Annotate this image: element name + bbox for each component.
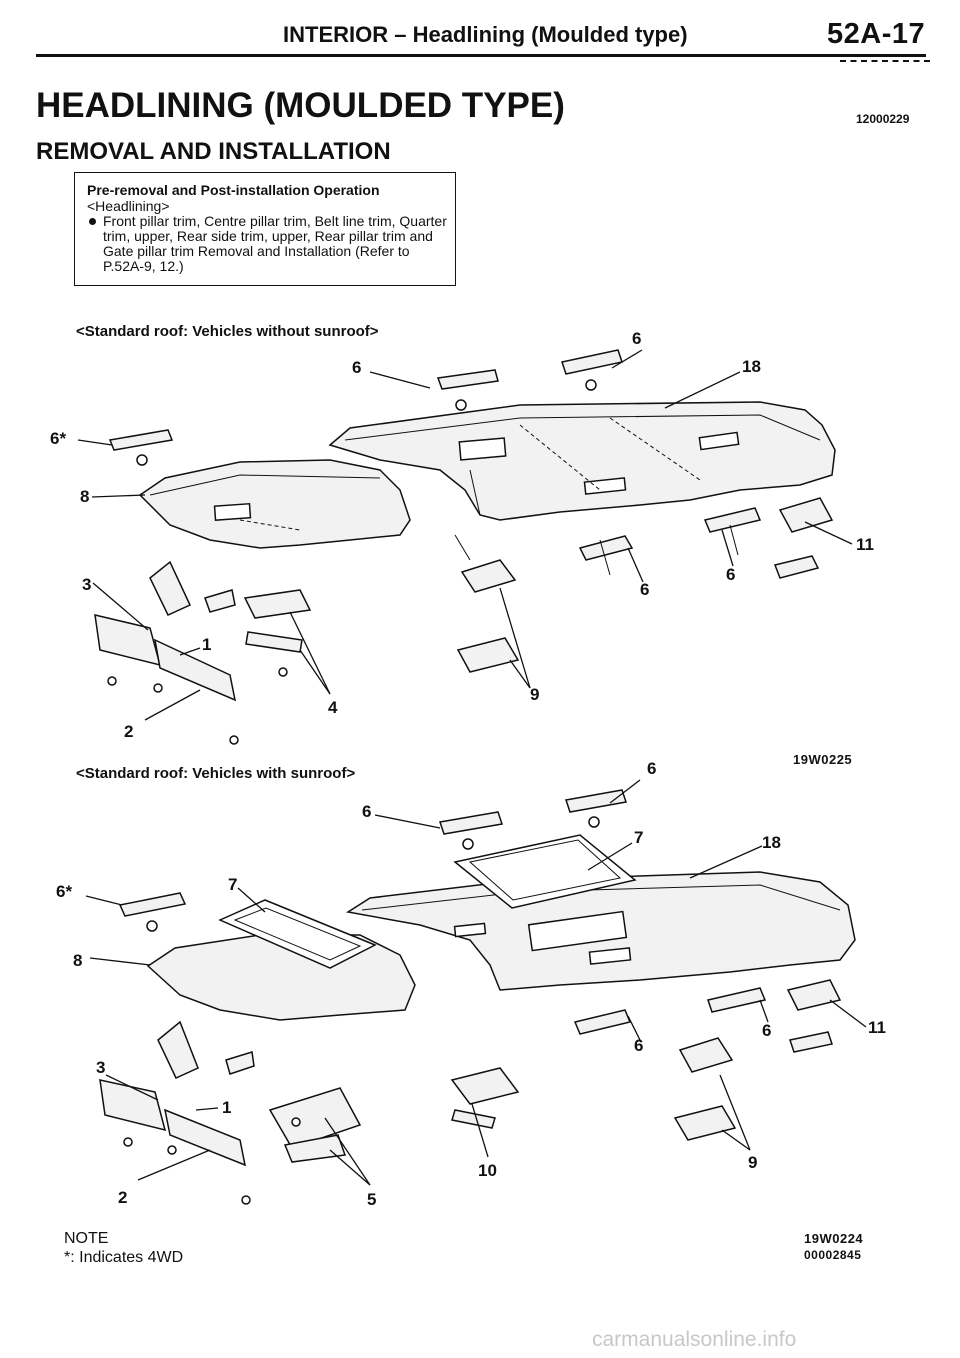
roof-bracket bbox=[108, 429, 174, 451]
callout-9: 9 bbox=[530, 685, 539, 704]
rear-view-mirror bbox=[204, 589, 236, 613]
sunroof-opening bbox=[527, 910, 628, 952]
callout-6: 6 bbox=[726, 565, 735, 584]
callout-2: 2 bbox=[118, 1188, 127, 1207]
headlining-cutout bbox=[213, 502, 252, 521]
callout-3: 3 bbox=[96, 1058, 105, 1077]
headlining-panel-left bbox=[146, 934, 416, 1021]
callout-6: 6 bbox=[762, 1021, 771, 1040]
callout-6: 6 bbox=[352, 358, 361, 377]
header-rule-dashes bbox=[840, 60, 930, 62]
header-rule bbox=[36, 54, 926, 57]
roof-bracket bbox=[561, 349, 623, 375]
running-header-title: INTERIOR – Headlining (Moulded type) bbox=[283, 22, 688, 47]
callout-6-star: 6* bbox=[50, 429, 66, 448]
callout-4: 4 bbox=[328, 698, 338, 717]
grip-recess bbox=[698, 431, 740, 451]
operation-list: Front pillar trim, Centre pillar trim, B… bbox=[87, 214, 447, 274]
callout-11: 11 bbox=[856, 535, 874, 554]
headlining-panel-left bbox=[138, 459, 411, 549]
callout-8: 8 bbox=[73, 951, 82, 970]
operation-box: Pre-removal and Post-installation Operat… bbox=[74, 172, 456, 286]
sunvisor bbox=[163, 1108, 247, 1167]
room-lamp bbox=[786, 979, 842, 1011]
callout-9: 9 bbox=[748, 1153, 757, 1172]
diagram-with-sunroof: 6 6 7 18 6* 7 8 6 11 6 3 1 10 9 2 5 bbox=[56, 759, 886, 1209]
note-title: NOTE bbox=[64, 1230, 109, 1247]
grip-recess bbox=[583, 477, 627, 495]
overhead-console bbox=[450, 1067, 520, 1105]
room-lamp bbox=[778, 497, 834, 533]
figure-code-with-sunroof: 19W0224 bbox=[804, 1231, 864, 1246]
footnote: NOTE *: Indicates 4WD bbox=[64, 1229, 183, 1267]
operation-box-subtitle: <Headlining> bbox=[87, 198, 170, 214]
roof-bracket bbox=[439, 811, 503, 835]
note-text: *: Indicates 4WD bbox=[64, 1249, 184, 1266]
callout-6: 6 bbox=[647, 759, 656, 778]
assist-grip bbox=[578, 535, 634, 561]
room-lamp-lens bbox=[789, 1031, 833, 1053]
callout-6: 6 bbox=[632, 329, 641, 348]
operation-box-title: Pre-removal and Post-installation Operat… bbox=[87, 182, 380, 198]
callout-1: 1 bbox=[222, 1098, 231, 1117]
sunvisor bbox=[94, 614, 162, 667]
footer-code: 00002845 bbox=[804, 1248, 862, 1262]
sunroof-frame bbox=[453, 834, 637, 909]
room-lamp-lens bbox=[773, 555, 820, 579]
assist-grip bbox=[573, 1009, 632, 1035]
callout-18: 18 bbox=[762, 833, 781, 852]
document-code: 12000229 bbox=[856, 112, 910, 126]
headlining-panel-right bbox=[328, 401, 836, 521]
lamp-trim bbox=[245, 631, 303, 653]
sunroof-frame bbox=[218, 899, 377, 969]
section-heading: HEADLINING (MOULDED TYPE) bbox=[36, 86, 565, 125]
sunvisor-holder bbox=[157, 1020, 199, 1079]
callout-6: 6 bbox=[634, 1036, 643, 1055]
callout-3: 3 bbox=[82, 575, 91, 594]
diagram-caption-without-sunroof: <Standard roof: Vehicles without sunroof… bbox=[76, 323, 379, 340]
lamp-housing bbox=[460, 559, 517, 593]
diagram-caption-with-sunroof: <Standard roof: Vehicles with sunroof> bbox=[76, 765, 356, 782]
sunvisor bbox=[99, 1079, 167, 1132]
map-lamp-lens bbox=[283, 1134, 347, 1163]
bullet-icon bbox=[89, 218, 96, 225]
figure-code-without-sunroof: 19W0225 bbox=[793, 752, 853, 767]
callout-6: 6 bbox=[640, 580, 649, 599]
callout-6: 6 bbox=[362, 802, 371, 821]
roof-bracket bbox=[118, 892, 187, 917]
sunvisor bbox=[154, 638, 237, 702]
lamp-housing bbox=[678, 1037, 734, 1073]
rear-view-mirror bbox=[225, 1051, 255, 1075]
callout-6-star: 6* bbox=[56, 882, 72, 901]
diagram-without-sunroof: 6 6 18 6* 8 11 6 6 3 1 9 4 2 bbox=[50, 329, 874, 745]
sunvisor-holder bbox=[149, 560, 191, 616]
operation-list-text: Front pillar trim, Centre pillar trim, B… bbox=[103, 213, 447, 274]
operation-list-item: Front pillar trim, Centre pillar trim, B… bbox=[87, 214, 447, 274]
callout-10: 10 bbox=[478, 1161, 497, 1180]
callout-1: 1 bbox=[202, 635, 211, 654]
roof-bracket bbox=[565, 789, 627, 813]
callout-2: 2 bbox=[124, 722, 133, 741]
grip-recess bbox=[588, 947, 632, 965]
headlining-cutout bbox=[458, 437, 507, 461]
callout-8: 8 bbox=[80, 487, 89, 506]
map-lamp-assembly bbox=[268, 1087, 362, 1149]
assist-grip bbox=[707, 987, 767, 1013]
callout-5: 5 bbox=[367, 1190, 376, 1209]
section-subheading: REMOVAL AND INSTALLATION bbox=[36, 138, 391, 165]
callout-7: 7 bbox=[228, 875, 237, 894]
page-number: 52A-17 bbox=[827, 18, 926, 50]
roof-bracket bbox=[436, 369, 499, 390]
callout-11: 11 bbox=[868, 1018, 886, 1037]
watermark: carmanualsonline.info bbox=[592, 1328, 797, 1351]
lamp-lens bbox=[673, 1105, 737, 1141]
map-lamp bbox=[243, 589, 312, 619]
lamp-lens bbox=[456, 637, 520, 673]
console-bracket bbox=[451, 1109, 496, 1129]
callout-18: 18 bbox=[742, 357, 761, 376]
callout-7: 7 bbox=[634, 828, 643, 847]
assist-grip bbox=[703, 507, 762, 533]
